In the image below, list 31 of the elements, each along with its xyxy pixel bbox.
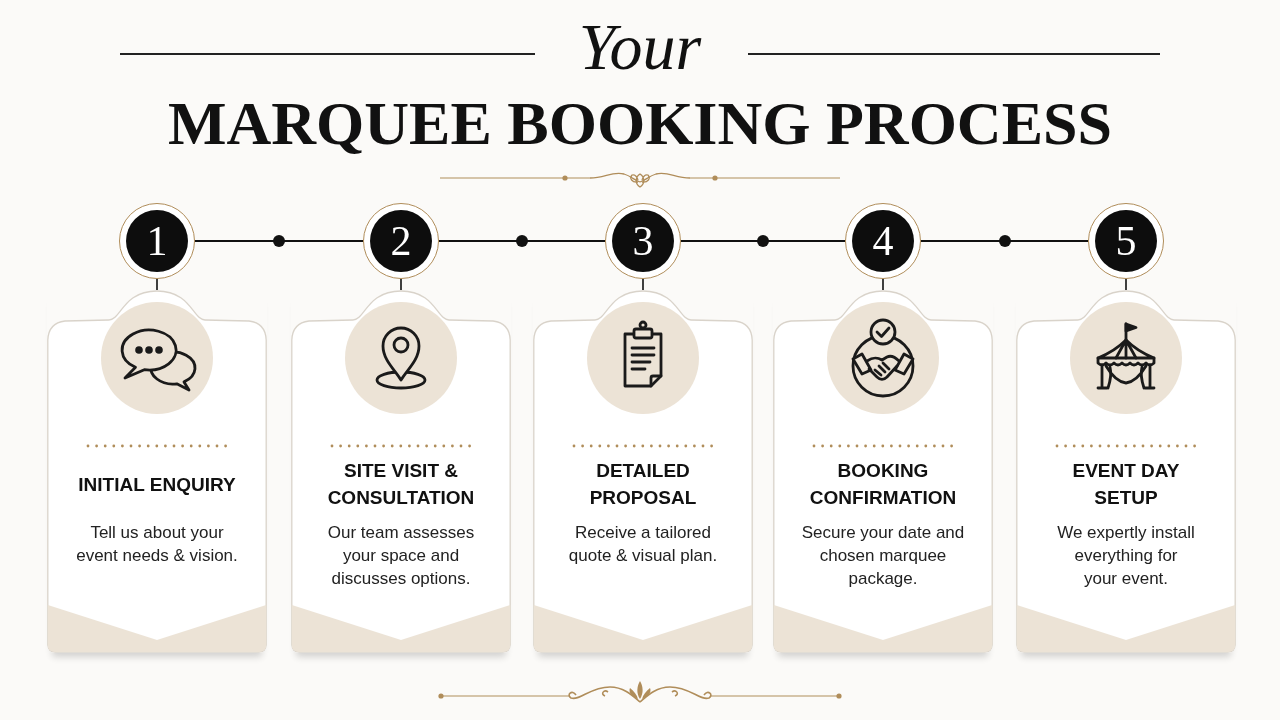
step-number: 5 [1115,220,1137,262]
connector-line [400,278,402,291]
step-heading: DETAILED PROPOSAL [588,459,698,510]
step-description: Receive a tailored quote & visual plan. [567,522,719,567]
step-card [1016,290,1236,653]
step-number: 2 [390,220,412,262]
step-number: 1 [146,220,168,262]
step-heading: EVENT DAY SETUP [1071,459,1181,510]
step-card [47,290,267,653]
timeline-connector [921,239,1088,243]
step-description: Secure your date and chosen marquee package. [800,522,966,590]
step-heading: BOOKING CONFIRMATION [808,459,958,510]
step-heading: INITIAL ENQUIRY [78,472,236,497]
step-description: We expertly install everything for your event. [1056,522,1196,590]
step-card [533,290,753,653]
step-number: 4 [872,220,894,262]
timeline-connector [681,239,845,243]
step-number: 3 [632,220,654,262]
script-heading: Your [578,14,702,80]
step-heading: SITE VISIT & CONSULTATION [326,459,476,510]
step-description: Our team assesses your space and discusses options. [326,522,476,590]
step-description: Tell us about your event needs & vision. [75,522,239,567]
step-card [773,290,993,653]
main-title: MARQUEE BOOKING PROCESS [168,92,1112,154]
connector-line [1125,278,1127,291]
connector-line [156,278,158,291]
connector-line [882,278,884,291]
timeline-connector [439,239,605,243]
connector-line [642,278,644,291]
step-card [291,290,511,653]
timeline-connector [195,239,363,243]
